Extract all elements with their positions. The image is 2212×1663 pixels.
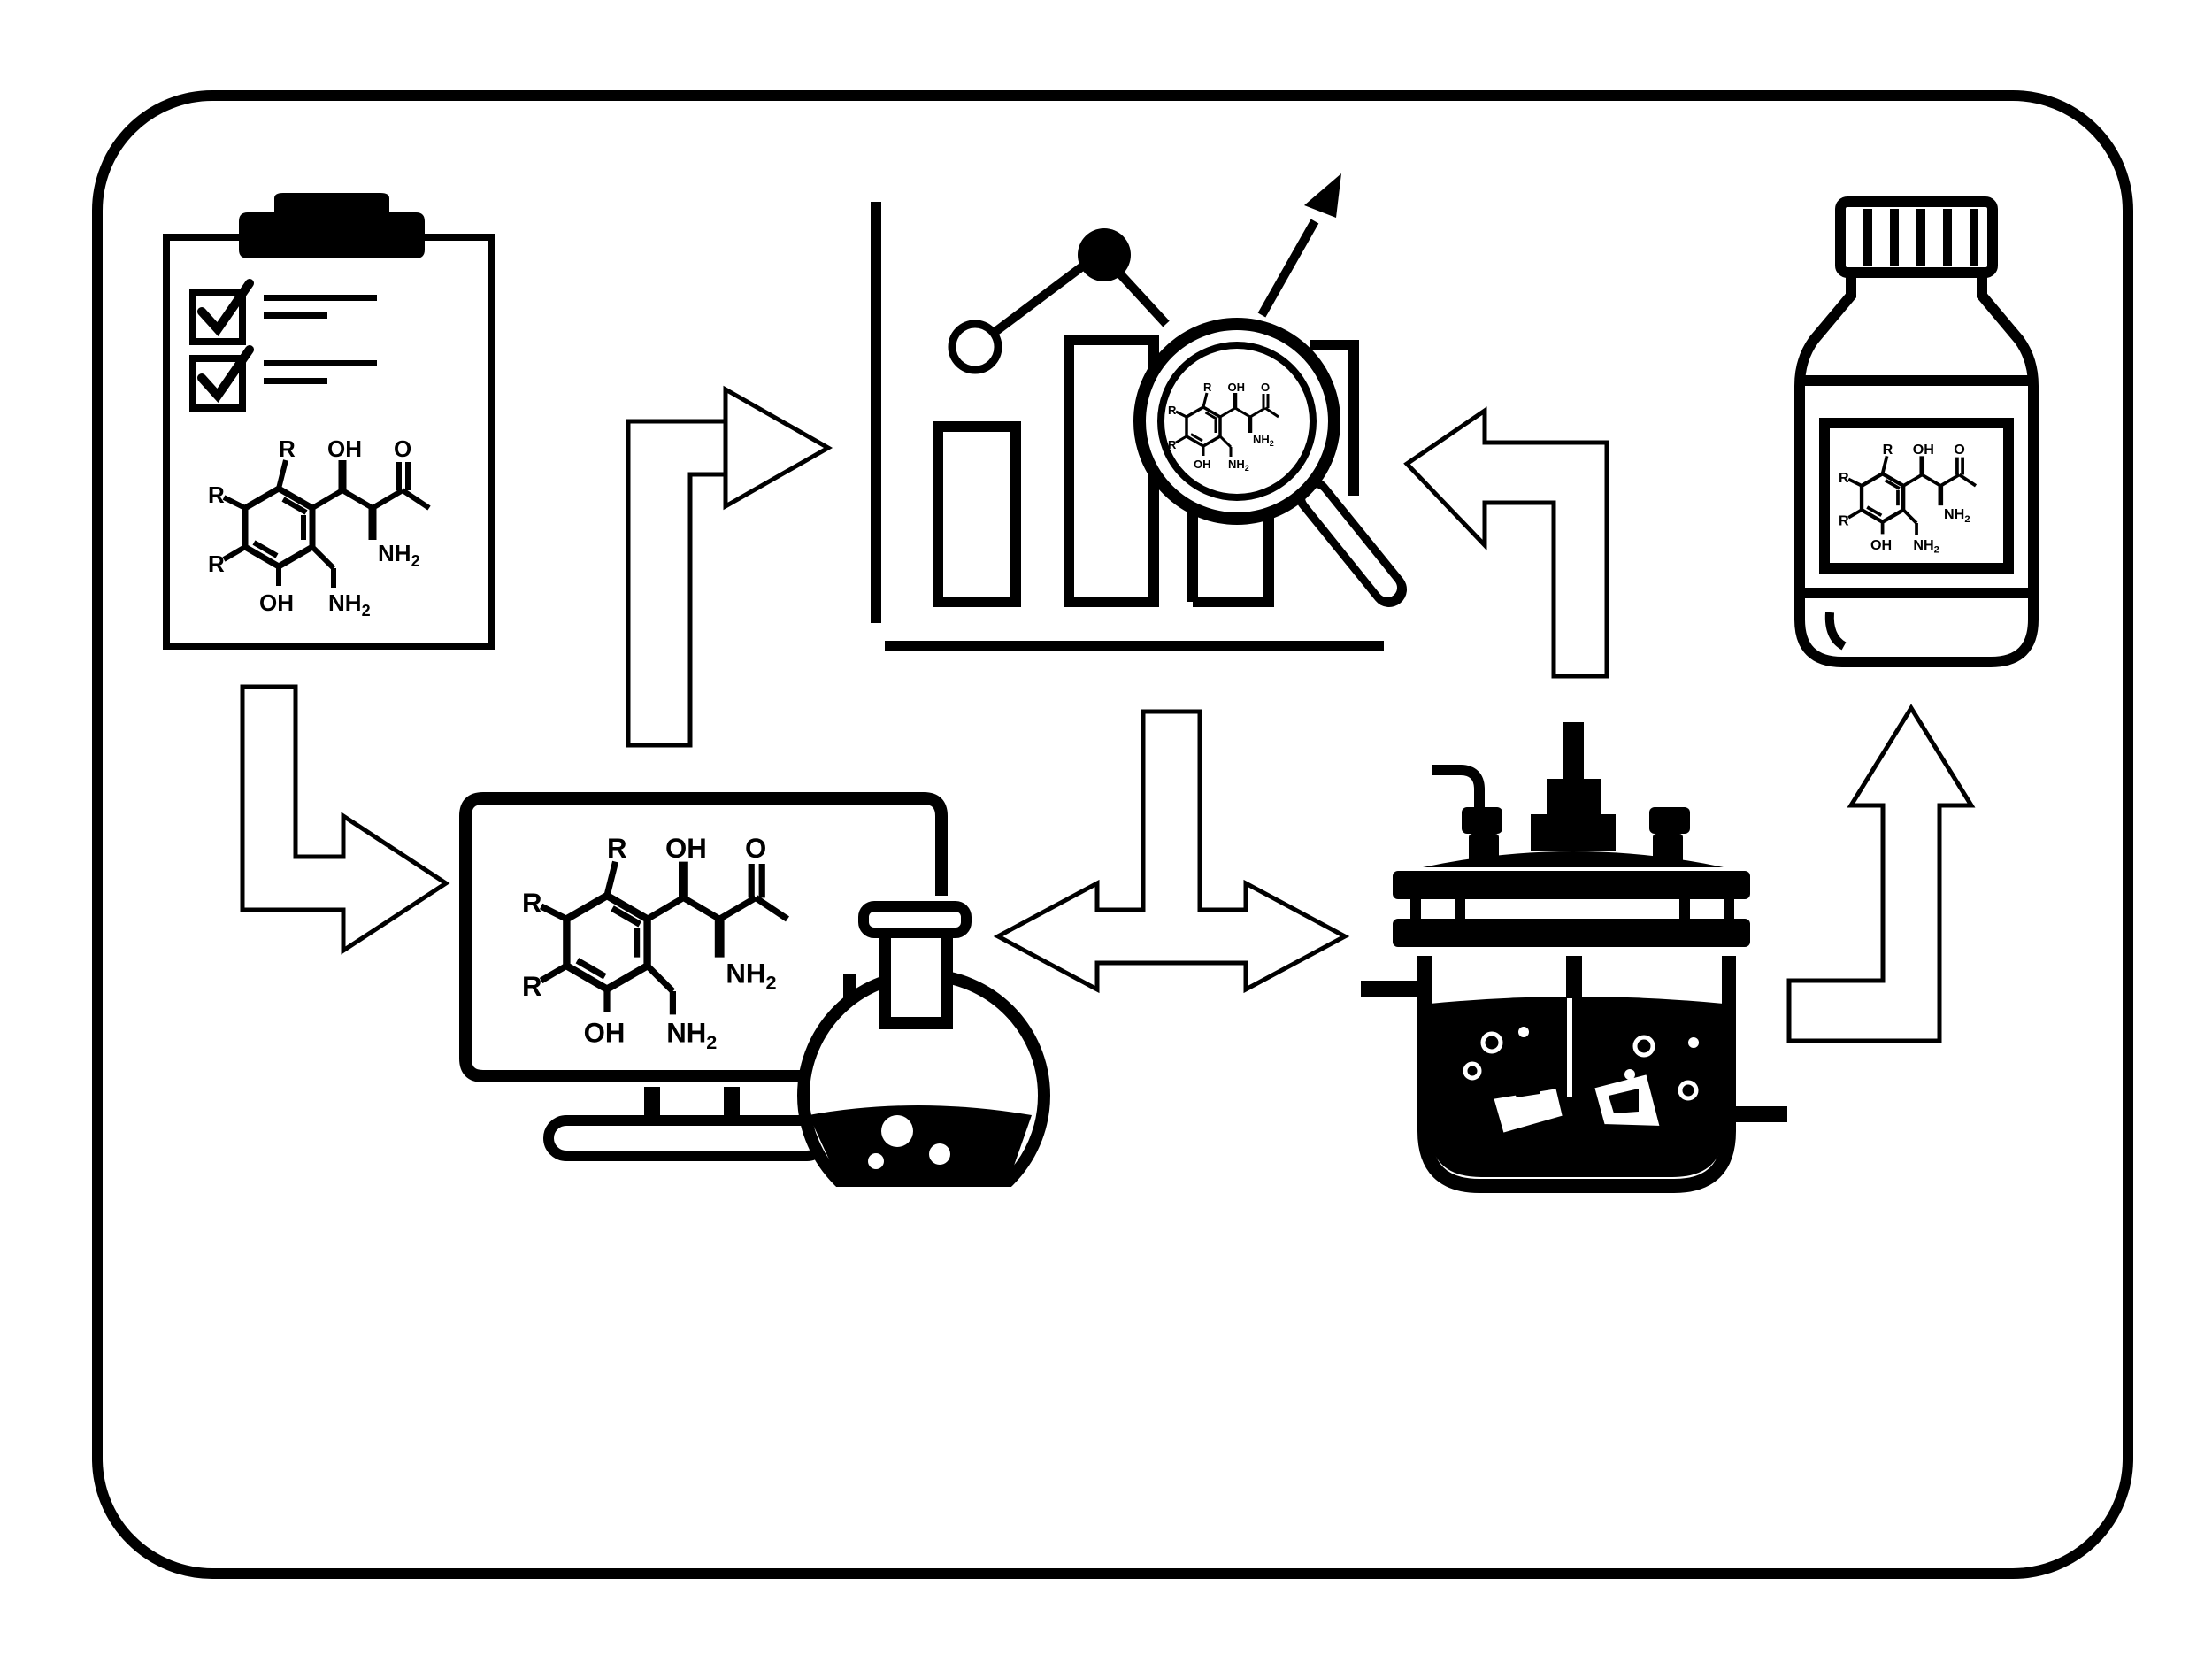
svg-text:NH2: NH2 bbox=[666, 1018, 717, 1053]
svg-text:NH2: NH2 bbox=[726, 958, 776, 993]
svg-text:R: R bbox=[1203, 381, 1212, 394]
svg-text:OH: OH bbox=[1194, 458, 1211, 471]
stirred-reactor-icon bbox=[1361, 722, 1787, 1193]
molecule-structure-screen: R R R OH O NH2 OH NH2 bbox=[522, 833, 787, 1053]
svg-text:R: R bbox=[522, 971, 542, 1002]
chart-magnifier-icon: R R R OH O NH2 OH NH2 bbox=[871, 173, 1407, 651]
mol-label-aminomethyl-sub: 2 bbox=[362, 602, 371, 620]
svg-text:OH: OH bbox=[1228, 381, 1246, 394]
svg-text:R: R bbox=[1168, 404, 1177, 417]
svg-text:OH: OH bbox=[1913, 442, 1934, 458]
mol-label-carbonyl-o: O bbox=[394, 435, 411, 462]
mol-label-r2: R bbox=[208, 481, 225, 508]
svg-text:R: R bbox=[607, 833, 627, 864]
arrow-bidirectional-monitor-reactor bbox=[993, 709, 1350, 994]
molecule-structure-small: R R R OH O NH2 OH NH2 bbox=[1168, 381, 1279, 473]
svg-text:OH: OH bbox=[584, 1018, 626, 1049]
svg-text:O: O bbox=[1954, 442, 1965, 458]
round-bottom-flask-icon bbox=[797, 901, 1050, 1187]
svg-text:NH2: NH2 bbox=[1944, 506, 1970, 525]
svg-text:R: R bbox=[522, 888, 542, 919]
svg-text:NH2: NH2 bbox=[1228, 458, 1249, 473]
svg-text:NH2: NH2 bbox=[1253, 433, 1274, 448]
svg-text:NH2: NH2 bbox=[328, 589, 371, 620]
arrow-reactor-to-analysis bbox=[1403, 406, 1609, 679]
outer-frame bbox=[92, 90, 2133, 1579]
svg-text:R: R bbox=[1883, 442, 1893, 458]
svg-text:R: R bbox=[1839, 470, 1849, 486]
mol-label-amine: NH bbox=[378, 540, 411, 566]
mol-label-oh-top: OH bbox=[327, 435, 362, 462]
svg-text:O: O bbox=[745, 833, 766, 864]
medicine-bottle-icon: R R R OH O NH2 OH NH2 bbox=[1794, 196, 2039, 667]
svg-text:NH2: NH2 bbox=[378, 540, 420, 570]
clipboard-checklist-icon: R R R OH O NH2 OH NH2 bbox=[163, 193, 495, 650]
arrow-monitor-to-analysis bbox=[626, 385, 833, 748]
mol-label-amine-sub: 2 bbox=[411, 552, 420, 570]
svg-text:OH: OH bbox=[665, 833, 707, 864]
mol-label-oh-bottom: OH bbox=[259, 589, 294, 616]
svg-text:R: R bbox=[1839, 512, 1849, 528]
molecule-structure: R R R OH O NH2 OH NH2 bbox=[208, 435, 429, 620]
svg-text:R: R bbox=[1168, 438, 1177, 451]
arrow-clipboard-to-monitor bbox=[240, 684, 450, 955]
arrow-reactor-to-bottle bbox=[1786, 704, 1976, 1043]
svg-text:O: O bbox=[1261, 381, 1270, 394]
mol-label-r1: R bbox=[279, 435, 296, 462]
svg-text:NH2: NH2 bbox=[1913, 537, 1939, 556]
mol-label-r3: R bbox=[208, 550, 225, 577]
svg-text:OH: OH bbox=[1870, 537, 1892, 553]
mol-label-aminomethyl: NH bbox=[328, 589, 362, 616]
molecule-structure-label: R R R OH O NH2 OH NH2 bbox=[1839, 442, 1976, 556]
